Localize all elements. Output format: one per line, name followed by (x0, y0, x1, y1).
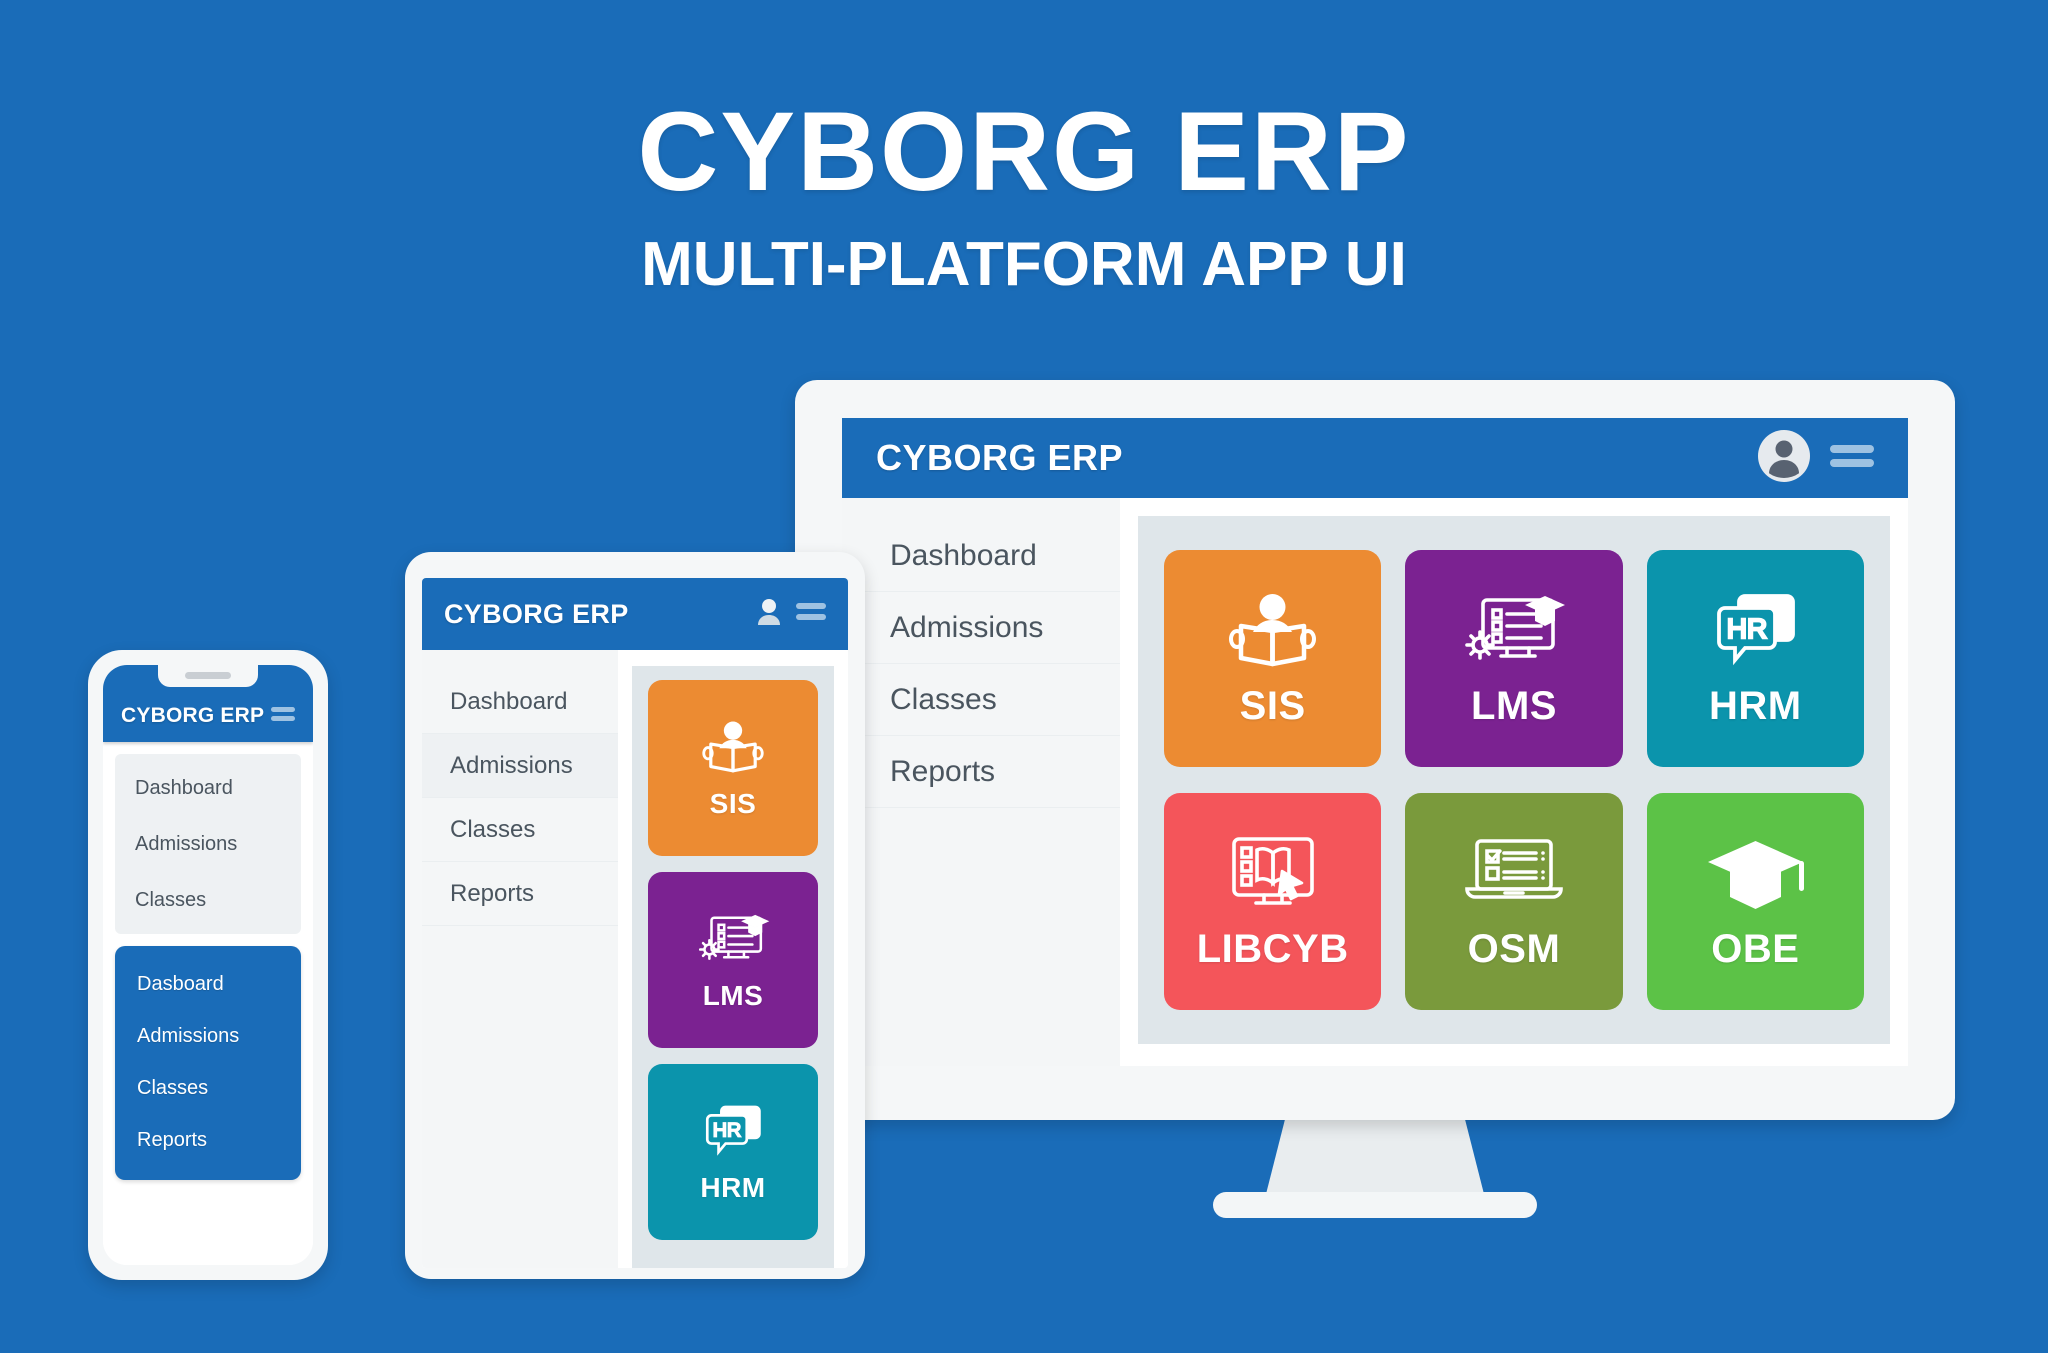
app-tile-label: LMS (1471, 684, 1557, 728)
nav-item-label: Admissions (137, 1024, 240, 1047)
student-reading-book-icon (696, 716, 770, 782)
app-tile-label: SIS (709, 788, 757, 819)
monitor-checklist-graduation-cap-icon (1461, 588, 1566, 678)
nav-item-classes[interactable]: Classes (115, 1062, 301, 1114)
monitor-screen: CYBORG ERP (842, 418, 1908, 1066)
nav-item-admissions[interactable]: Admissions (115, 816, 301, 872)
app-tile-libcyb[interactable]: LIBCYB (1164, 793, 1382, 1010)
sidebar-item-label: Classes (450, 815, 536, 843)
laptop-checklist-icon (1461, 831, 1566, 921)
desktop-topbar: CYBORG ERP (842, 418, 1908, 498)
sidebar-item-classes[interactable]: Classes (422, 798, 618, 862)
sidebar-item-reports[interactable]: Reports (422, 862, 618, 926)
nav-item-label: Classes (137, 1076, 209, 1099)
student-reading-book-icon (1220, 588, 1325, 678)
sidebar-item-label: Reports (450, 879, 535, 907)
app-tile-sis[interactable]: SIS (648, 680, 818, 856)
user-avatar-icon[interactable] (1758, 429, 1810, 487)
phone-primary-nav: Dashboard Admissions Classes (115, 754, 301, 934)
tablet-sidebar: Dashboard Admissions Classes Reports (422, 650, 618, 1268)
page-subtitle: MULTI-PLATFORM APP UI (641, 230, 1407, 299)
app-tile-hrm[interactable]: HR HRM (648, 1064, 818, 1240)
monitor-book-cursor-icon (1220, 831, 1325, 921)
app-tile-osm[interactable]: OSM (1405, 793, 1623, 1010)
app-tile-hrm[interactable]: HR HRM (1646, 550, 1864, 767)
sidebar-item-reports[interactable]: Reports (842, 736, 1120, 808)
sidebar-item-dashboard[interactable]: Dashboard (842, 520, 1120, 592)
app-tile-label: HRM (1709, 684, 1802, 728)
desktop-body: Dashboard Admissions Classes Reports (842, 498, 1908, 1066)
nav-item-label: Admissions (135, 832, 238, 855)
app-tile-sis[interactable]: SIS (1164, 550, 1382, 767)
nav-item-admissions[interactable]: Admissions (115, 1010, 301, 1062)
svg-text:HR: HR (1727, 613, 1767, 644)
sidebar-item-label: Classes (890, 682, 997, 716)
tablet-screen: CYBORG ERP Dashbo (422, 578, 848, 1268)
tablet-topbar: CYBORG ERP (422, 578, 848, 650)
sidebar-item-label: Dashboard (890, 538, 1037, 572)
desktop-monitor-mockup: CYBORG ERP (795, 380, 1955, 1218)
tablet-body: Dashboard Admissions Classes Reports (422, 650, 848, 1268)
app-tile-label: OSM (1467, 927, 1561, 971)
app-tile-label: LMS (702, 980, 764, 1011)
sidebar-item-admissions[interactable]: Admissions (422, 734, 618, 798)
hr-speech-bubble-icon: HR (696, 1100, 770, 1166)
nav-item-dasboard[interactable]: Dasboard (115, 958, 301, 1010)
hero-title-block: CYBORG ERP MULTI-PLATFORM APP UI (0, 96, 2048, 296)
phone-body: Dashboard Admissions Classes Dasboard Ad… (103, 742, 313, 1265)
hr-speech-bubble-icon: HR (1703, 588, 1808, 678)
app-tile-lms[interactable]: LMS (648, 872, 818, 1048)
phone-secondary-nav: Dasboard Admissions Classes Reports (115, 946, 301, 1180)
app-tile-obe[interactable]: OBE (1646, 793, 1864, 1010)
sidebar-item-classes[interactable]: Classes (842, 664, 1120, 736)
monitor-checklist-graduation-cap-icon (696, 908, 770, 974)
desktop-content: SIS (1120, 498, 1908, 1066)
nav-item-classes[interactable]: Classes (115, 872, 301, 928)
phone-speaker (185, 672, 231, 679)
sidebar-item-label: Admissions (890, 610, 1044, 644)
hamburger-menu-icon[interactable] (271, 706, 295, 728)
tablet-brand-title: CYBORG ERP (444, 598, 629, 629)
app-tile-label: SIS (1239, 684, 1306, 728)
page-title: CYBORG ERP (637, 89, 1411, 214)
desktop-sidebar: Dashboard Admissions Classes Reports (842, 498, 1120, 1066)
nav-item-label: Dashboard (135, 776, 233, 799)
nav-item-label: Dasboard (137, 972, 224, 995)
sidebar-item-label: Reports (890, 754, 996, 788)
app-tile-label: HRM (700, 1172, 766, 1203)
nav-item-label: Classes (135, 888, 207, 911)
app-tiles-panel: SIS (1138, 516, 1890, 1044)
app-tile-label: LIBCYB (1196, 927, 1349, 971)
nav-item-label: Reports (137, 1128, 208, 1151)
hamburger-menu-icon[interactable] (1830, 441, 1874, 476)
phone-mockup: CYBORG ERP Dashboard Admissions Classes (88, 650, 328, 1280)
desktop-brand-title: CYBORG ERP (876, 437, 1124, 478)
sidebar-item-dashboard[interactable]: Dashboard (422, 670, 618, 734)
app-tiles-panel: SIS (632, 666, 834, 1268)
app-tile-label: OBE (1711, 927, 1800, 971)
tablet-mockup: CYBORG ERP Dashbo (405, 552, 865, 1279)
phone-brand-title: CYBORG ERP (121, 704, 265, 727)
sidebar-item-admissions[interactable]: Admissions (842, 592, 1120, 664)
nav-item-reports[interactable]: Reports (115, 1114, 301, 1166)
sidebar-item-label: Admissions (450, 751, 573, 779)
svg-text:HR: HR (713, 1120, 741, 1142)
sidebar-item-label: Dashboard (450, 687, 568, 715)
nav-item-dashboard[interactable]: Dashboard (115, 760, 301, 816)
phone-topbar: CYBORG ERP (103, 665, 313, 742)
graduation-cap-icon (1703, 831, 1808, 921)
user-avatar-icon[interactable] (756, 598, 782, 631)
phone-screen: CYBORG ERP Dashboard Admissions Classes (103, 665, 313, 1265)
app-tile-lms[interactable]: LMS (1405, 550, 1623, 767)
hamburger-menu-icon[interactable] (796, 601, 826, 627)
tablet-content: SIS (618, 650, 848, 1268)
